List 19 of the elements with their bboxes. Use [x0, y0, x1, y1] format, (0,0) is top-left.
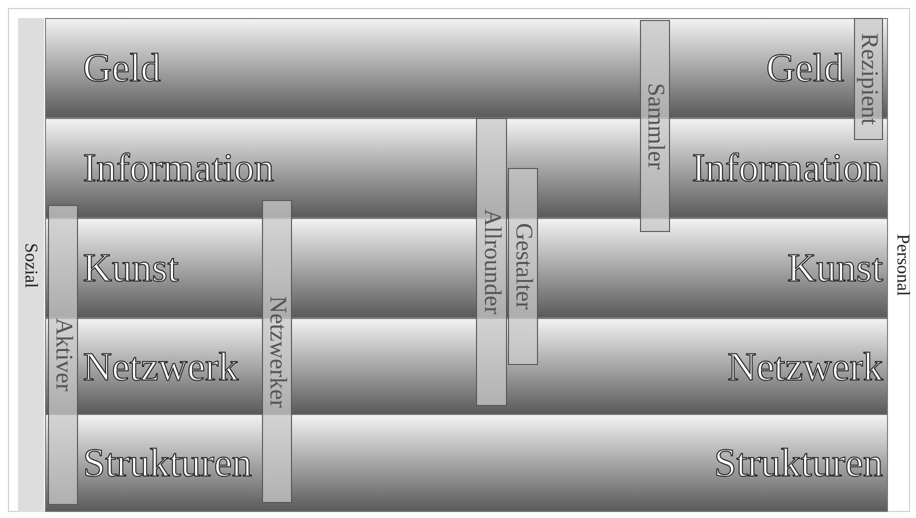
- role-bar: Rezipient: [854, 18, 883, 140]
- band-label: Netzwerk: [83, 346, 238, 386]
- axis-label: Sozial: [18, 18, 44, 512]
- band-label: Geld: [83, 48, 161, 88]
- band-label: Information: [83, 148, 274, 188]
- role-bar: Aktiver: [48, 205, 78, 505]
- band-label: Strukturen: [714, 443, 883, 483]
- axis-label: Personal: [892, 233, 914, 298]
- band-label: Kunst: [787, 248, 883, 288]
- band-label: Strukturen: [83, 443, 252, 483]
- band-label: Netzwerk: [728, 346, 883, 386]
- band-label: Kunst: [83, 248, 179, 288]
- category-band: [45, 414, 888, 512]
- role-bar: Netzwerker: [262, 200, 292, 503]
- band-label: Information: [692, 148, 883, 188]
- role-bar: Allrounder: [476, 118, 507, 406]
- band-label: Geld: [766, 48, 844, 88]
- role-bar: Gestalter: [508, 168, 538, 365]
- role-bar: Sammler: [640, 20, 670, 232]
